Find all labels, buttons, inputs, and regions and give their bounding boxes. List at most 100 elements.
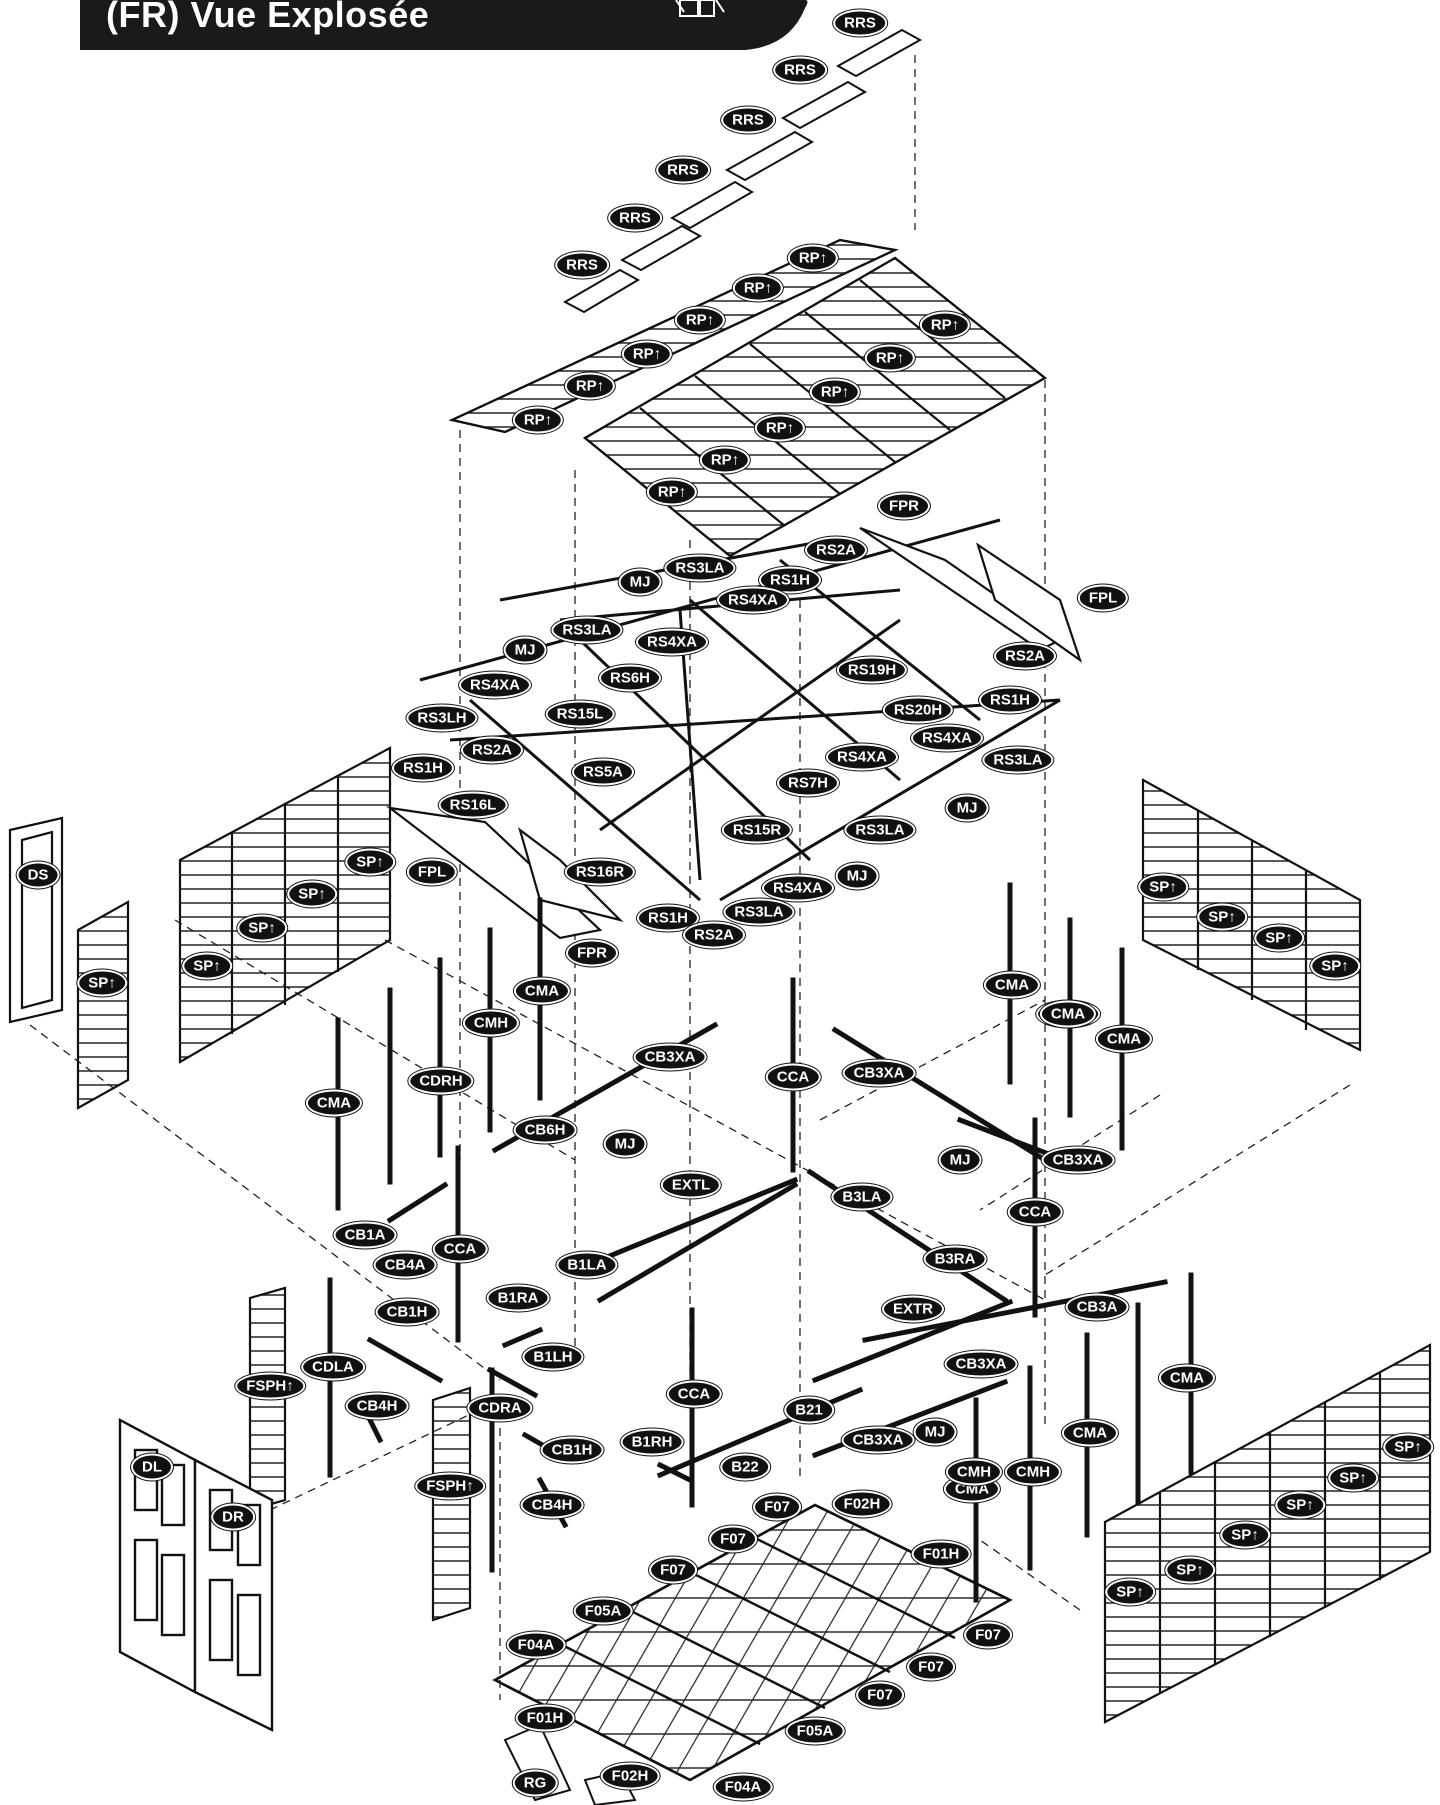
- part-label: F07: [753, 1493, 801, 1521]
- part-label: CB4H: [345, 1392, 409, 1420]
- part-label: F07: [964, 1621, 1012, 1649]
- part-label: CB4A: [373, 1251, 437, 1279]
- part-label: SP↑: [1275, 1491, 1325, 1519]
- part-label: MJ: [603, 1130, 647, 1158]
- part-label: RS3LA: [844, 816, 916, 844]
- part-label: RP↑: [787, 244, 839, 272]
- part-label: CB1H: [540, 1436, 604, 1464]
- ridge-caps: [562, 28, 923, 314]
- part-label: RS1H: [391, 754, 455, 782]
- part-label: SP↑: [287, 880, 337, 908]
- part-label: RS3LA: [723, 898, 795, 926]
- part-label: CDLA: [301, 1353, 365, 1381]
- part-label: RRS: [721, 106, 775, 134]
- part-label: F04A: [506, 1631, 566, 1659]
- part-label: CMA: [1158, 1364, 1216, 1392]
- part-label: CCA: [765, 1063, 821, 1091]
- part-label: RS6H: [598, 664, 662, 692]
- part-label: F01H: [911, 1540, 971, 1568]
- roof-left-slope: [448, 238, 899, 434]
- part-label: CB3XA: [842, 1059, 916, 1087]
- part-label: SP↑: [1310, 952, 1360, 980]
- part-label: CB3XA: [1041, 1146, 1115, 1174]
- part-label: F07: [649, 1556, 697, 1584]
- part-label: RRS: [608, 204, 662, 232]
- part-label: RP↑: [699, 446, 751, 474]
- part-label: RP↑: [621, 340, 673, 368]
- part-label: FSPH↑: [235, 1372, 305, 1400]
- part-label: RS4XA: [761, 874, 835, 902]
- part-label: FPR: [878, 492, 930, 520]
- part-label: RS2A: [460, 736, 524, 764]
- part-label: CB3XA: [944, 1350, 1018, 1378]
- part-label: CMH: [945, 1458, 1003, 1486]
- part-label: B1LH: [522, 1343, 584, 1371]
- part-label: RS7H: [776, 769, 840, 797]
- part-label: B3RA: [923, 1245, 987, 1273]
- part-label: B22: [720, 1453, 770, 1481]
- part-label: SP↑: [1105, 1578, 1155, 1606]
- part-label: B1RH: [620, 1428, 684, 1456]
- gable-panels: [385, 526, 1083, 940]
- part-label: RS5A: [571, 758, 635, 786]
- part-label: FPR: [566, 939, 618, 967]
- part-label: RP↑: [732, 274, 784, 302]
- part-label: RP↑: [919, 311, 971, 339]
- part-label: F07: [856, 1681, 904, 1709]
- part-label: F01H: [515, 1704, 575, 1732]
- part-label: CCA: [666, 1380, 722, 1408]
- part-label: B21: [784, 1396, 834, 1424]
- part-label: SP↑: [1138, 873, 1188, 901]
- part-label: SP↑: [77, 969, 127, 997]
- part-label: CB6H: [513, 1116, 577, 1144]
- double-doors: [118, 1418, 274, 1732]
- part-label: DS: [16, 861, 60, 889]
- part-label: RP↑: [646, 478, 698, 506]
- part-label: CMA: [513, 977, 571, 1005]
- part-label: CMA: [1039, 1000, 1097, 1028]
- part-label: CB1A: [333, 1221, 397, 1249]
- part-label: MJ: [945, 794, 989, 822]
- part-label: RS20H: [882, 696, 954, 724]
- part-label: DR: [211, 1503, 255, 1531]
- part-label: RP↑: [564, 372, 616, 400]
- page-title: (FR) Vue Explosée: [106, 0, 430, 35]
- part-label: SP↑: [182, 952, 232, 980]
- part-label: EXTR: [881, 1295, 945, 1323]
- part-label: FPL: [1077, 584, 1129, 612]
- part-label: RS3LA: [551, 616, 623, 644]
- part-label: SP↑: [1328, 1464, 1378, 1492]
- part-label: RS2A: [682, 921, 746, 949]
- part-label: RS1H: [978, 686, 1042, 714]
- part-label: F02H: [832, 1490, 892, 1518]
- roof-right-slope: [583, 256, 1047, 558]
- part-label: B1LA: [556, 1251, 618, 1279]
- part-label: F05A: [573, 1597, 633, 1625]
- part-label: CDRH: [408, 1067, 474, 1095]
- part-label: RRS: [833, 9, 887, 37]
- part-label: RS15L: [545, 700, 615, 728]
- part-label: CMA: [1095, 1025, 1153, 1053]
- part-label: FSPH↑: [415, 1472, 485, 1500]
- part-label: MJ: [503, 636, 547, 664]
- part-label: F07: [709, 1525, 757, 1553]
- part-label: RS4XA: [716, 586, 790, 614]
- part-label: RS4XA: [910, 724, 984, 752]
- part-label: SP↑: [1197, 903, 1247, 931]
- part-label: RS4XA: [458, 671, 532, 699]
- part-label: FPL: [406, 858, 458, 886]
- beams: [356, 1021, 1168, 1529]
- part-label: SP↑: [1165, 1556, 1215, 1584]
- part-label: F05A: [785, 1717, 845, 1745]
- floor-frame: [492, 1503, 1013, 1782]
- part-label: CMA: [983, 971, 1041, 999]
- part-label: F07: [907, 1653, 955, 1681]
- part-label: CMA: [1061, 1419, 1119, 1447]
- part-label: CMH: [462, 1009, 520, 1037]
- part-label: MJ: [913, 1418, 957, 1446]
- part-label: F04A: [713, 1773, 773, 1801]
- part-label: RS1H: [758, 566, 822, 594]
- part-label: B1RA: [486, 1284, 550, 1312]
- part-label: RP↑: [864, 344, 916, 372]
